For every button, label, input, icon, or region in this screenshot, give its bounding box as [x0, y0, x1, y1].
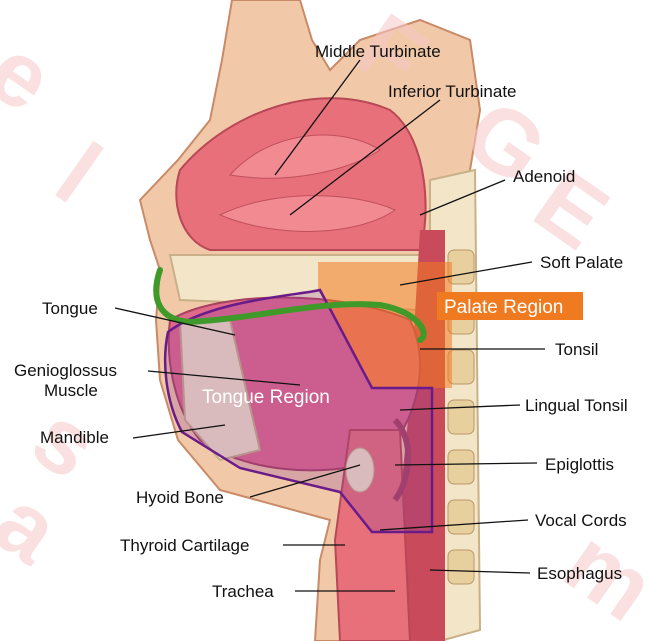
label-epiglottis: Epiglottis	[545, 455, 614, 474]
watermark-letter-6: a	[0, 470, 78, 583]
label-genioglossus-line1: Genioglossus	[14, 361, 117, 380]
label-thyroid-cartilage: Thyroid Cartilage	[120, 536, 249, 555]
label-lingual-tonsil: Lingual Tonsil	[525, 396, 628, 415]
label-esophagus: Esophagus	[537, 564, 622, 583]
label-genioglossus-line2: Muscle	[44, 381, 98, 400]
label-vocal-cords: Vocal Cords	[535, 511, 627, 530]
label-trachea: Trachea	[212, 582, 274, 601]
label-tongue: Tongue	[42, 299, 98, 318]
label-tongue-region: Tongue Region	[202, 387, 330, 408]
label-hyoid-bone: Hyoid Bone	[136, 488, 224, 507]
watermark-letter-2: l	[39, 124, 118, 222]
watermark-letter-1: e	[0, 19, 71, 132]
label-adenoid: Adenoid	[513, 167, 575, 186]
label-inferior-turbinate: Inferior Turbinate	[388, 82, 517, 101]
label-soft-palate: Soft Palate	[540, 253, 623, 272]
label-middle-turbinate: Middle Turbinate	[315, 42, 441, 61]
label-palate-region: Palate Region	[444, 297, 563, 318]
label-mandible: Mandible	[40, 428, 109, 447]
label-tonsil: Tonsil	[555, 340, 598, 359]
